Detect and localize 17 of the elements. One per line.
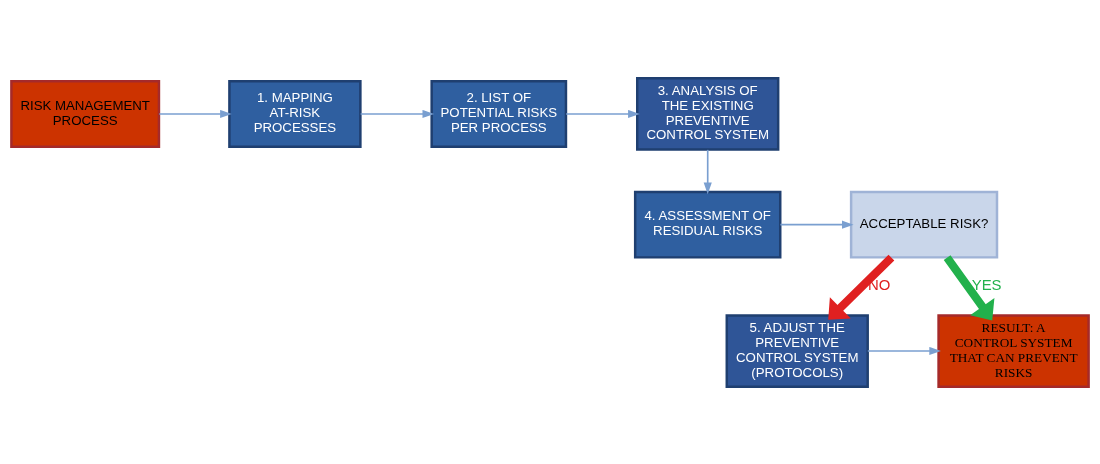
node-box: 3. ANALYSIS OF THE EXISTING PREVENTIVE CONTROL SYSTEM bbox=[636, 76, 780, 151]
arrow bbox=[703, 148, 712, 194]
arrow bbox=[359, 109, 435, 118]
node-box: 4. ASSESSMENT OF RESIDUAL RISKS bbox=[633, 190, 782, 259]
node-box: 5. ADJUST THE PREVENTIVE CONTROL SYSTEM (PROTOCOLS) bbox=[725, 313, 869, 388]
arrow bbox=[866, 346, 941, 355]
arrow bbox=[565, 109, 640, 118]
arrow bbox=[158, 109, 232, 118]
node-box: 2. LIST OF POTENTIAL RISKS PER PROCESS bbox=[430, 79, 568, 148]
edge-label: YES bbox=[971, 275, 1002, 293]
node-box: RISK MANAGEMENT PROCESS bbox=[10, 79, 161, 148]
node-box: ACCEPTABLE RISK? bbox=[849, 190, 999, 259]
node-box: RESULT: A CONTROL SYSTEM THAT CAN PREVENT RISKS bbox=[937, 313, 1090, 388]
node-box: 1. MAPPING AT-RISK PROCESSES bbox=[228, 79, 362, 148]
arrow bbox=[943, 254, 995, 320]
arrow bbox=[779, 220, 854, 229]
arrow bbox=[828, 254, 895, 320]
